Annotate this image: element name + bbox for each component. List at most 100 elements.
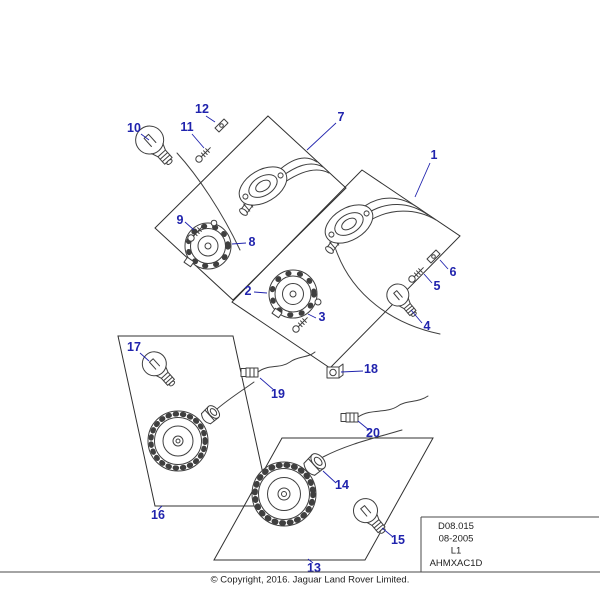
callout-15-label[interactable]: 15 (391, 533, 405, 547)
wire-drawing (335, 249, 441, 335)
lamp-holder-drawing-7 (238, 166, 288, 216)
doc-info-box: D08.015 08-2005 L1 AHMXAC1D (420, 516, 599, 572)
doc-revision: L1 (451, 546, 462, 557)
callout-12-label[interactable]: 12 (195, 102, 209, 116)
callout-4-label[interactable]: 4 (424, 319, 431, 333)
lamp-unit-drawing-7 (176, 152, 330, 251)
callout-16-label[interactable]: 16 (151, 508, 165, 522)
wire-drawing (284, 169, 330, 183)
callout-6-label[interactable]: 6 (450, 265, 457, 279)
callout-10-leader (140, 133, 150, 141)
wire-drawing (216, 381, 255, 410)
callout-14-label[interactable]: 14 (335, 478, 349, 492)
wire-drawing (176, 152, 241, 251)
callout-4-leader (410, 309, 423, 324)
callout-18-label[interactable]: 18 (364, 362, 378, 376)
wire-drawing (322, 429, 403, 458)
lamp-body-drawing-16 (147, 410, 209, 472)
clip-drawing-12 (214, 118, 229, 133)
callout-10-label[interactable]: 10 (127, 121, 141, 135)
callout-19-leader (259, 377, 276, 392)
wire-drawing (368, 210, 437, 222)
callout-3: 3 (307, 310, 326, 324)
copyright-text: © Copyright, 2016. Jaguar Land Rover Lim… (211, 575, 410, 586)
bulb-drawing-15 (348, 493, 394, 541)
connector-drawing-18 (326, 363, 344, 379)
group-panel-7 (154, 115, 347, 301)
callout-16-leader (157, 505, 163, 511)
callout-13: 13 (307, 558, 321, 575)
callout-15: 15 (381, 527, 405, 547)
callout-11: 11 (180, 120, 205, 149)
callout-8: 8 (231, 235, 256, 249)
callout-7-label[interactable]: 7 (338, 110, 345, 124)
callout-3-label[interactable]: 3 (319, 310, 326, 324)
washer-drawing-9 (210, 219, 218, 227)
callout-20: 20 (357, 420, 380, 440)
lens-drawing-2 (268, 269, 318, 319)
callout-14-leader (322, 470, 337, 484)
bulb-drawing-17 (136, 346, 183, 394)
callout-8-leader (231, 242, 247, 245)
callout-7: 7 (306, 110, 345, 151)
callout-3-leader (307, 313, 317, 319)
wire-drawing (360, 197, 421, 210)
bulb-holder-drawing-16 (200, 405, 221, 425)
bulb-drawing-4 (381, 279, 424, 323)
callout-17-label[interactable]: 17 (127, 340, 141, 354)
callout-20-leader (357, 420, 370, 431)
callout-17-leader (139, 352, 150, 362)
callout-20-label[interactable]: 20 (366, 426, 380, 440)
callout-10: 10 (127, 121, 150, 141)
lamp-holder-drawing-1 (324, 204, 374, 254)
lens-drawing-8 (183, 222, 232, 270)
callout-5-label[interactable]: 5 (434, 279, 441, 293)
callouts: 1 2 3 4 5 6 7 8 (127, 102, 456, 575)
callout-1: 1 (414, 148, 438, 198)
callout-13-label[interactable]: 13 (307, 561, 321, 575)
lamp-body-drawing-13 (251, 461, 317, 527)
callout-5: 5 (423, 273, 441, 293)
clip-drawing-6 (426, 249, 441, 264)
callout-19-label[interactable]: 19 (271, 387, 285, 401)
callout-16: 16 (151, 505, 165, 522)
callout-2-label[interactable]: 2 (245, 284, 252, 298)
callout-12-leader (205, 115, 216, 123)
doc-sheet-code: D08.015 (438, 521, 474, 532)
harness-lead-drawing-19 (240, 351, 316, 378)
callout-9-leader (184, 221, 195, 231)
screw-drawing-11 (193, 144, 214, 165)
wire-drawing (257, 351, 316, 373)
callout-4: 4 (410, 309, 431, 333)
callout-12: 12 (195, 102, 216, 123)
callout-11-leader (191, 133, 205, 149)
callout-13-leader (307, 558, 314, 564)
callout-14: 14 (322, 470, 349, 492)
callout-18-leader (340, 370, 364, 373)
callout-9: 9 (177, 213, 195, 231)
callout-17: 17 (127, 340, 150, 362)
lamp-unit-drawing-13 (251, 429, 403, 527)
callout-2-leader (253, 291, 268, 294)
lamp-unit-drawing-16 (147, 381, 255, 472)
callout-5-leader (423, 273, 433, 284)
wire-drawing (364, 204, 429, 216)
wire-drawing (357, 395, 429, 418)
callout-2: 2 (245, 284, 268, 298)
callout-1-leader (414, 162, 431, 198)
callout-8-label[interactable]: 8 (249, 235, 256, 249)
callout-15-leader (381, 527, 394, 538)
lamp-unit-drawing-1 (324, 197, 441, 335)
callout-19: 19 (259, 377, 285, 401)
callout-11-label[interactable]: 11 (180, 120, 193, 134)
wire-drawing (280, 163, 324, 178)
callout-1-label[interactable]: 1 (431, 148, 438, 162)
harness-lead-drawing-20 (340, 395, 429, 423)
callout-9-label[interactable]: 9 (177, 213, 184, 227)
washer-drawing-3 (314, 298, 322, 306)
callout-6: 6 (439, 259, 457, 279)
bulb-holder-drawing-14 (303, 453, 326, 476)
callout-6-leader (439, 259, 449, 270)
